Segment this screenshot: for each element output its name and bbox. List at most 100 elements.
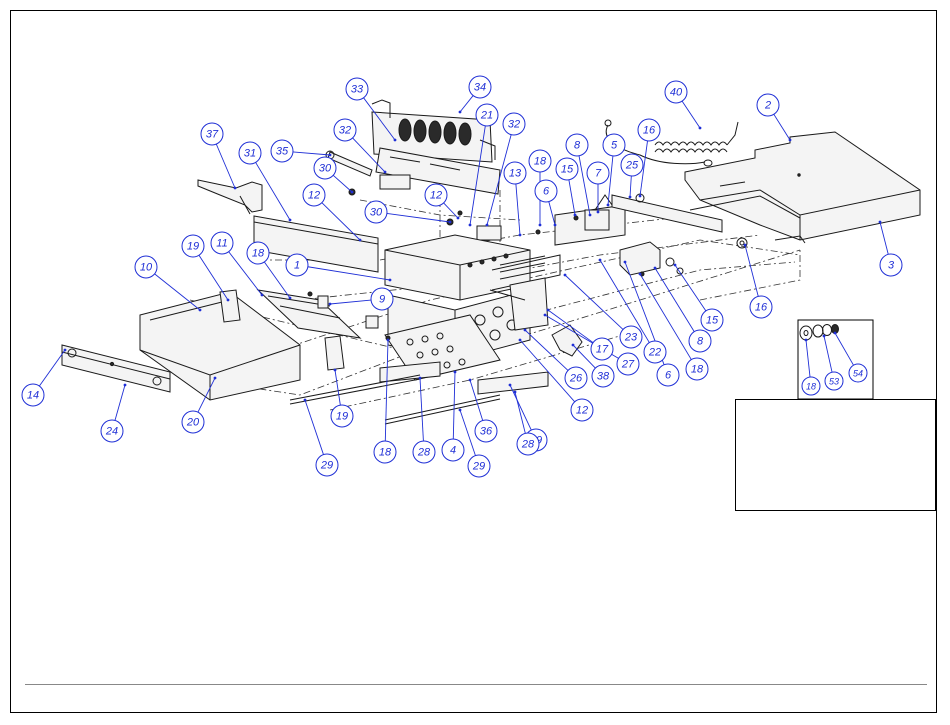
- callout-balloon-c3: 3: [880, 254, 902, 276]
- leader-line-c15a: [569, 180, 575, 215]
- leader-tip-c30a: [351, 191, 354, 194]
- leader-tip-c12c: [519, 339, 522, 342]
- leader-tip-c34: [459, 111, 462, 114]
- leader-tip-c9: [329, 303, 332, 306]
- leader-tip-i18: [805, 339, 808, 342]
- leader-line-c40: [682, 101, 700, 128]
- leader-tip-c11: [261, 294, 264, 297]
- callout-balloon-c25: 25: [621, 154, 643, 176]
- leader-line-c13: [516, 184, 520, 235]
- callout-number: 11: [216, 238, 227, 250]
- leader-line-c9: [330, 300, 371, 304]
- callout-number: 18: [534, 156, 547, 168]
- callout-balloon-c15b: 15: [701, 309, 723, 331]
- callout-balloon-i18: 18: [802, 377, 820, 395]
- callout-balloon-c8a: 8: [566, 134, 588, 156]
- leader-tip-c35: [329, 154, 332, 157]
- callout-number: 32: [508, 119, 520, 131]
- callout-number: 29: [472, 461, 485, 473]
- callout-number: 1: [294, 260, 300, 272]
- leader-tip-c18d: [387, 339, 390, 342]
- callout-balloon-c12b: 12: [425, 184, 447, 206]
- leader-line-c28a: [420, 378, 423, 441]
- leader-tip-c32b: [486, 224, 489, 227]
- leader-line-c25: [630, 176, 631, 197]
- callout-number: 33: [351, 84, 364, 96]
- callout-balloon-i54: 54: [849, 364, 867, 382]
- leader-tip-c23: [564, 274, 567, 277]
- leader-tip-c25: [629, 196, 632, 199]
- callout-number: 12: [576, 405, 588, 417]
- callout-number: 14: [27, 390, 39, 402]
- callout-number: 30: [370, 207, 383, 219]
- callout-number: 5: [611, 140, 618, 152]
- callout-number: 31: [244, 148, 256, 160]
- callout-balloon-c20: 20: [182, 411, 204, 433]
- rear-guard-panel: [254, 216, 378, 272]
- leader-tip-c13: [519, 234, 522, 237]
- leader-line-c8a: [579, 156, 590, 215]
- callout-balloon-c38: 38: [592, 365, 614, 387]
- callout-number: 30: [319, 163, 332, 175]
- callout-balloon-c2: 2: [757, 94, 779, 116]
- callout-number: 12: [430, 190, 442, 202]
- leader-tip-c4: [454, 371, 457, 374]
- leader-line-c28b: [515, 392, 525, 433]
- callout-number: 16: [755, 302, 768, 314]
- leader-tip-c8a: [589, 214, 592, 217]
- leader-tip-c29a: [304, 399, 307, 402]
- leader-tip-c6b: [624, 261, 627, 264]
- leader-line-c29a: [305, 400, 323, 455]
- callout-balloon-c26: 26: [565, 367, 587, 389]
- callout-number: 28: [521, 439, 535, 451]
- callout-number: 38: [597, 371, 610, 383]
- callout-balloon-c23: 23: [620, 326, 642, 348]
- leader-tip-c28b: [514, 391, 517, 394]
- callout-balloon-c18c: 18: [686, 358, 708, 380]
- callout-balloon-c36: 36: [475, 420, 497, 442]
- leader-line-c35: [293, 152, 330, 155]
- callout-number: 32: [339, 125, 351, 137]
- callout-number: 19: [336, 411, 348, 423]
- leader-tip-c16a: [639, 195, 642, 198]
- callout-balloon-c19a: 19: [182, 235, 204, 257]
- callout-number: 12: [308, 190, 320, 202]
- leader-tip-c21: [469, 224, 472, 227]
- callout-number: 34: [474, 82, 486, 94]
- leader-tip-c19b: [334, 369, 337, 372]
- callout-balloon-c37: 37: [201, 123, 223, 145]
- leader-tip-c19a: [227, 299, 230, 302]
- callout-number: 37: [206, 129, 219, 141]
- callout-balloon-c6a: 6: [535, 180, 557, 202]
- leader-tip-c1: [389, 279, 392, 282]
- release-lever: [198, 180, 262, 214]
- leader-tip-c37: [234, 187, 237, 190]
- callout-number: 10: [140, 262, 153, 274]
- leader-line-c19b: [335, 370, 340, 405]
- callout-balloon-c12c: 12: [571, 399, 593, 421]
- leader-tip-c12a: [359, 239, 362, 242]
- callout-balloon-c40: 40: [665, 81, 687, 103]
- callout-number: 4: [450, 445, 456, 457]
- callout-balloon-c35: 35: [271, 140, 293, 162]
- callout-number: 16: [643, 125, 656, 137]
- leader-line-c14: [39, 350, 65, 386]
- callout-balloon-c1: 1: [286, 254, 308, 276]
- callout-number: 17: [596, 344, 609, 356]
- callout-number: 13: [509, 168, 522, 180]
- callout-number: 27: [621, 359, 635, 371]
- callout-number: 36: [480, 426, 493, 438]
- callout-balloon-c6b: 6: [657, 364, 679, 386]
- callout-balloon-c17: 17: [591, 338, 613, 360]
- callout-balloon-c12a: 12: [303, 184, 325, 206]
- feed-tray: [140, 290, 378, 400]
- leader-tip-c10: [199, 309, 202, 312]
- callout-number: 8: [574, 140, 581, 152]
- callout-balloon-c28a: 28: [413, 441, 435, 463]
- callout-balloon-c11: 11: [211, 232, 233, 254]
- callout-number: 18: [691, 364, 704, 376]
- callout-number: 53: [829, 377, 839, 387]
- callout-balloon-c4: 4: [442, 439, 464, 461]
- side-bracket: [510, 278, 582, 356]
- callout-number: 18: [379, 447, 392, 459]
